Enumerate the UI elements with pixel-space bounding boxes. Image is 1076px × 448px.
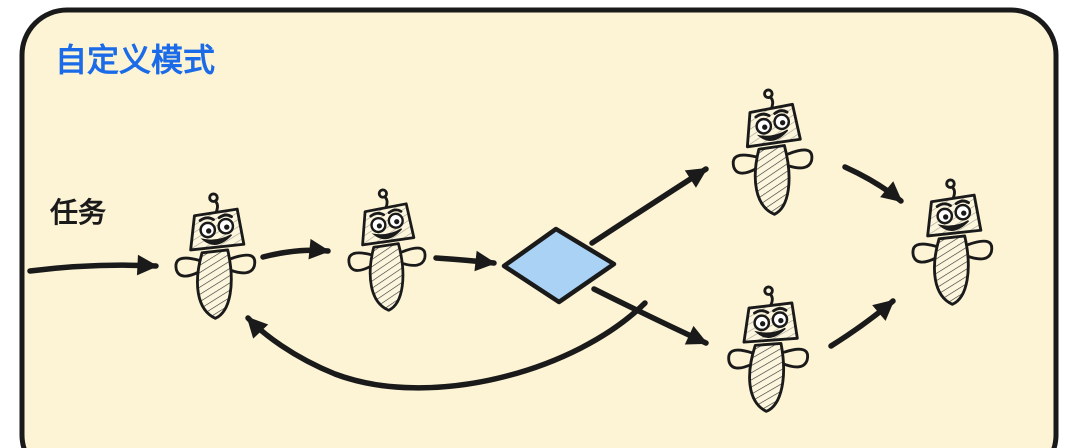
edge-decision-to-agent3 (589, 166, 709, 246)
edge-agent2-to-decision (433, 250, 497, 272)
edge-agent3-to-agent5 (842, 164, 904, 204)
panel-title: 自定义模式 (55, 41, 215, 79)
panel-border (19, 7, 1059, 448)
edge-feedback-loop (245, 300, 648, 391)
task-label: 任务 (49, 196, 106, 229)
edge-decision-to-agent4 (591, 286, 709, 346)
decision-diamond (501, 226, 617, 305)
edge-agent1-to-agent2 (260, 238, 331, 260)
edge-task-to-agent1 (27, 254, 159, 276)
edge-agent4-to-agent5 (828, 298, 896, 349)
